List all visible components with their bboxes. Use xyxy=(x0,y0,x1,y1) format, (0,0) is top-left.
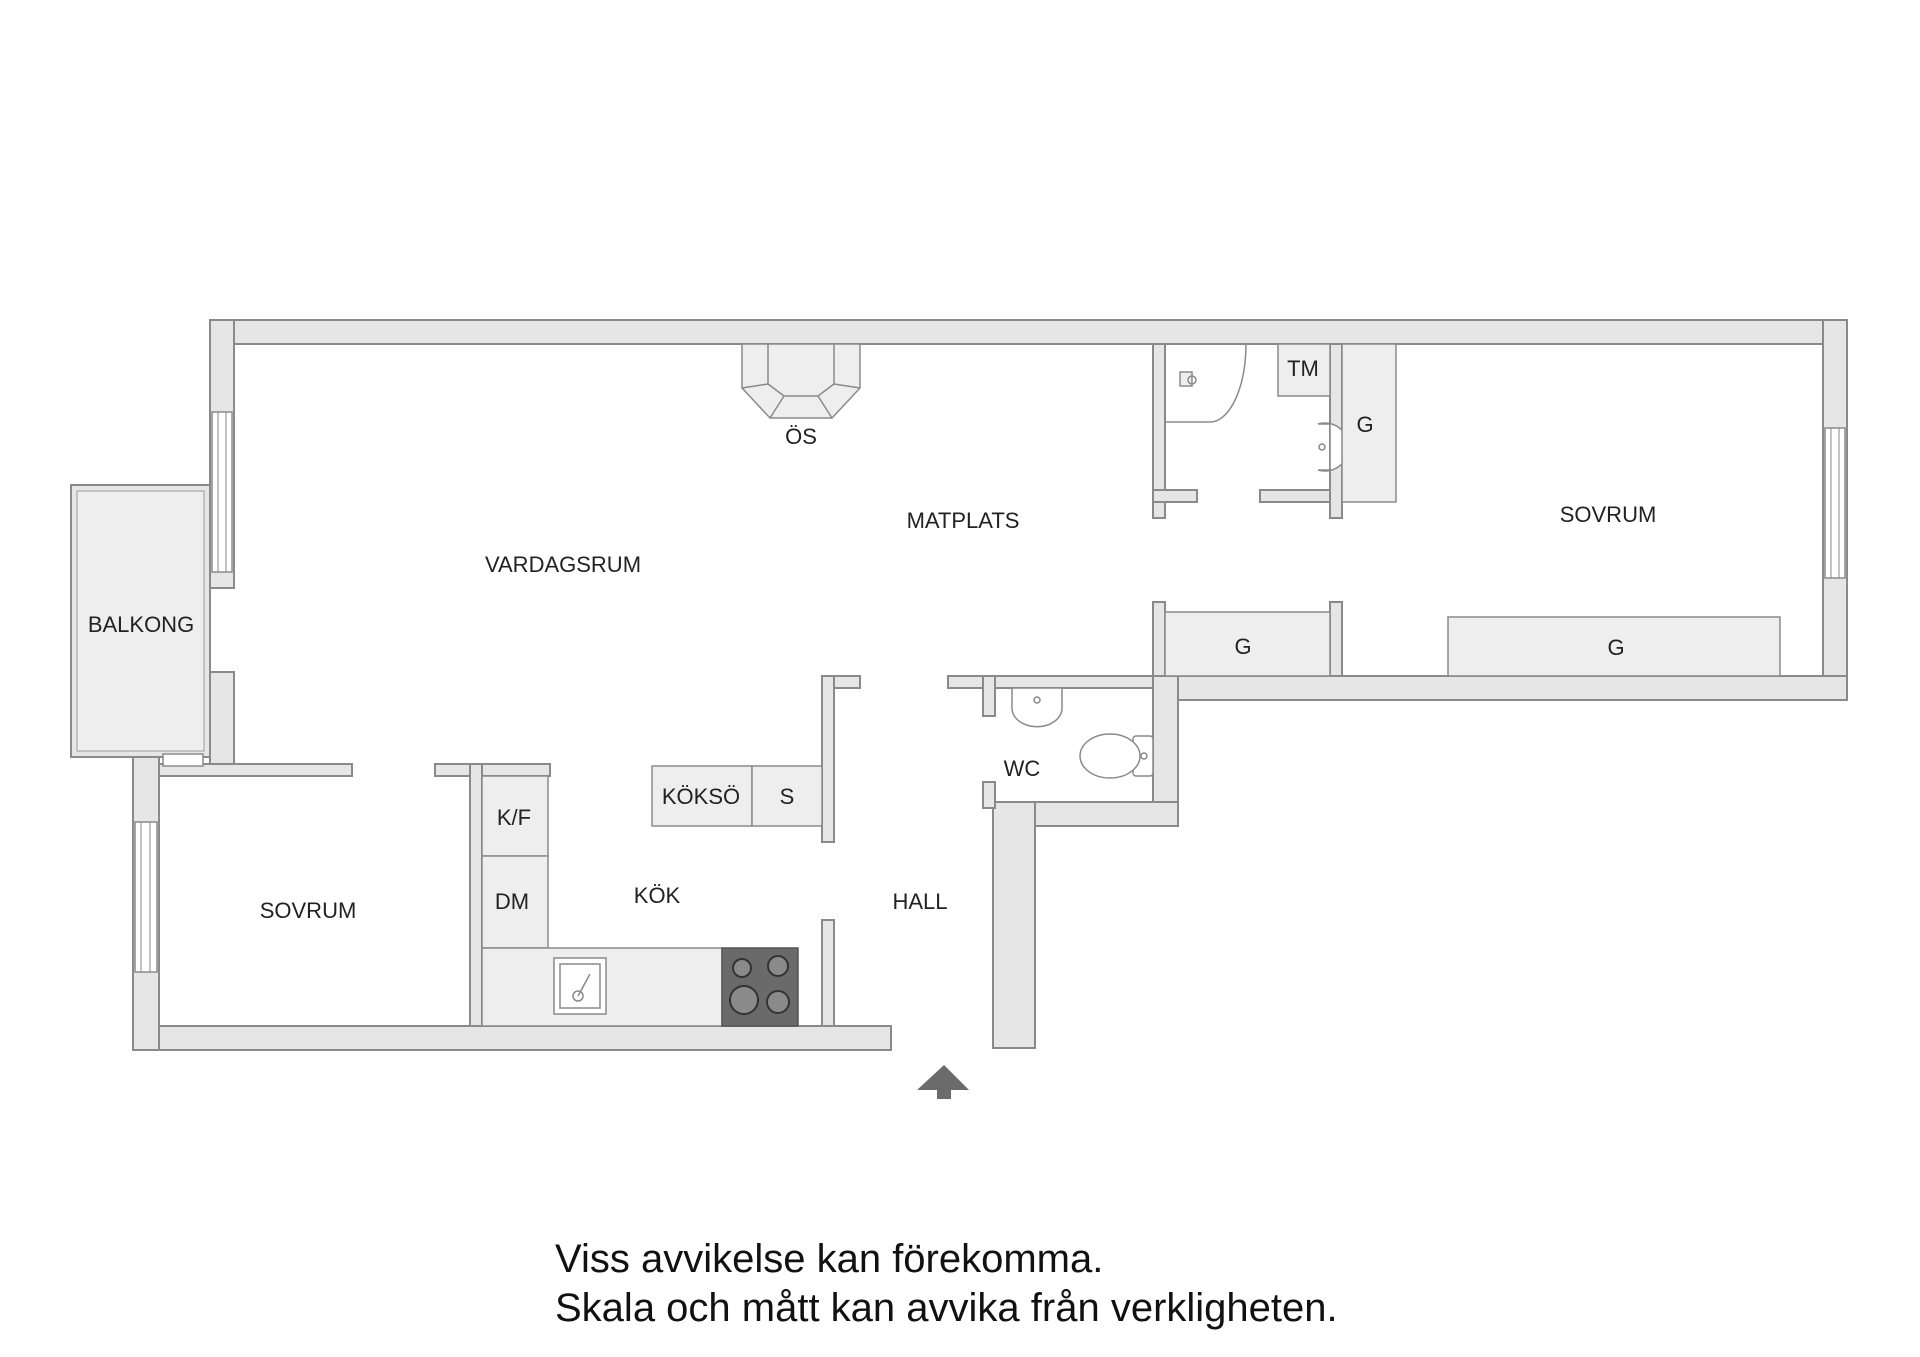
dishwasher xyxy=(481,855,549,949)
window-balcony-door xyxy=(162,753,204,767)
window-living xyxy=(211,411,233,573)
wall-wc-left-b xyxy=(982,781,996,809)
label-vardagsrum: VARDAGSRUM xyxy=(485,552,641,577)
wall-kitchen-lower xyxy=(821,919,835,1027)
window-bedroom-right xyxy=(1824,427,1846,579)
wall-closet-left xyxy=(1152,601,1166,677)
wall-top xyxy=(209,319,1848,345)
label-tm: TM xyxy=(1287,356,1319,381)
wall-bedroom-top-a xyxy=(158,763,353,777)
bath-closet xyxy=(1341,343,1397,503)
label-dm: DM xyxy=(495,889,529,914)
label-s: S xyxy=(780,784,795,809)
wall-kitchen-divider-v xyxy=(821,675,835,843)
label-matplats: MATPLATS xyxy=(907,508,1020,533)
balcony-floor xyxy=(76,490,205,752)
label-g-wardrobe: G xyxy=(1607,635,1624,660)
label-sovrum-left: SOVRUM xyxy=(260,898,357,923)
label-os: ÖS xyxy=(785,424,817,449)
label-balkong: BALKONG xyxy=(88,612,194,637)
wall-bottom-right xyxy=(1177,675,1848,701)
window-bedroom-left xyxy=(134,821,158,973)
kitchen-cabinet xyxy=(751,765,823,827)
kitchen-sink xyxy=(553,957,607,1015)
wall-hall-right xyxy=(1009,801,1179,827)
toilet xyxy=(1079,733,1154,779)
disclaimer-line-2: Skala och mått kan avvika från verklighe… xyxy=(555,1286,1338,1330)
stove xyxy=(721,947,799,1027)
label-hall: HALL xyxy=(892,889,947,914)
label-kf: K/F xyxy=(497,805,531,830)
entrance-arrow-icon xyxy=(917,1065,969,1090)
wall-wc-left-a xyxy=(982,675,996,717)
wall-bath-bottom-a xyxy=(1152,489,1198,503)
wall-hall-right-lower xyxy=(992,801,1036,1049)
wall-wc-top xyxy=(947,675,1154,689)
wall-bedroom-right xyxy=(469,763,483,1027)
fireplace xyxy=(741,343,861,419)
label-kok: KÖK xyxy=(634,883,681,908)
wall-bottom-left xyxy=(132,1025,892,1051)
disclaimer-line-1: Viss avvikelse kan förekomma. xyxy=(555,1237,1104,1281)
label-g-bath: G xyxy=(1356,412,1373,437)
label-wc: WC xyxy=(1004,756,1041,781)
wall-closet-right xyxy=(1329,601,1343,677)
label-koksö: KÖKSÖ xyxy=(662,784,740,809)
shower xyxy=(1165,343,1247,423)
wc-sink xyxy=(1011,687,1063,728)
wall-left-mid xyxy=(209,671,235,777)
bedroom-wardrobe xyxy=(1447,616,1781,677)
label-g-closet: G xyxy=(1234,634,1251,659)
entrance-arrow-stem xyxy=(937,1089,951,1099)
washing-machine-box xyxy=(1277,343,1331,397)
hall-closet xyxy=(1164,611,1331,677)
wall-bedroom-top-b xyxy=(434,763,551,777)
label-sovrum-right: SOVRUM xyxy=(1560,502,1657,527)
kitchen-island xyxy=(651,765,753,827)
wall-bath-left xyxy=(1152,343,1166,519)
